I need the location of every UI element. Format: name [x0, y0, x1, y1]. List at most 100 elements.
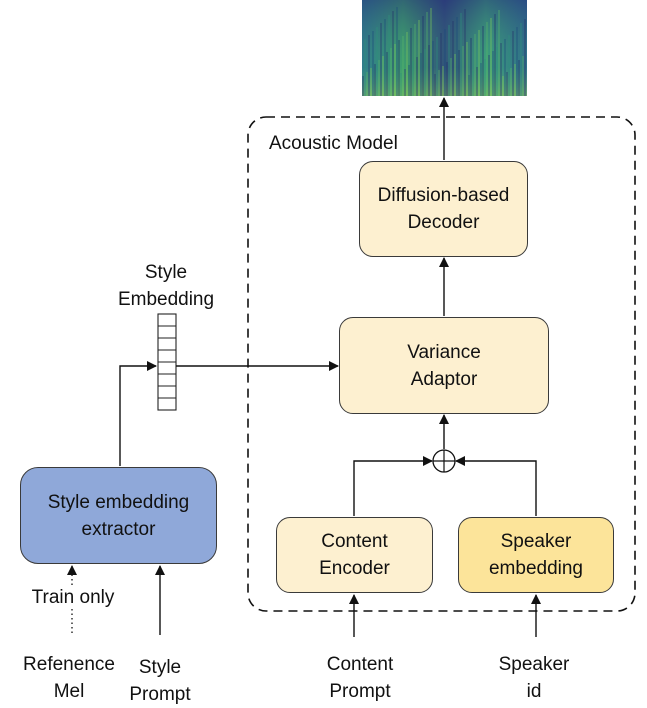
spectrogram-stripe	[416, 57, 418, 96]
style-embedding-label: Style Embedding	[117, 262, 215, 310]
spectrogram-stripe	[482, 26, 484, 96]
spectrogram-stripe	[436, 37, 438, 96]
spectrogram-stripe	[508, 35, 510, 96]
arrow-extractor-to-style	[119, 361, 157, 466]
spectrogram-stripe	[458, 50, 460, 96]
spectrogram-stripe	[510, 68, 512, 96]
diffusion-decoder-box: Diffusion-based Decoder	[359, 161, 528, 257]
spectrogram-stripe	[392, 11, 394, 96]
spectrogram-stripe	[438, 70, 440, 96]
spectrogram-stripe	[514, 64, 516, 96]
spectrogram-stripe	[490, 18, 492, 96]
reference-mel-label: Refenence Mel	[23, 654, 115, 702]
spectrogram-stripe	[386, 52, 388, 96]
spectrogram-stripe	[374, 64, 376, 96]
spectrogram-stripe	[440, 33, 442, 96]
spectrogram-stripe	[468, 75, 470, 96]
spectrogram-stripe	[362, 76, 364, 96]
spectrogram-stripe	[494, 14, 496, 96]
style-prompt-label: Style Prompt	[129, 657, 191, 705]
spectrogram-stripe	[478, 30, 480, 96]
spectrogram-stripe	[376, 27, 378, 96]
spectrogram-stripe	[452, 21, 454, 96]
speaker-embedding-box: Speaker embedding	[458, 517, 614, 593]
acoustic-model-label: Acoustic Model	[269, 133, 398, 154]
spectrogram-stripe	[382, 56, 384, 96]
style-extractor-box: Style embedding extractor	[20, 467, 217, 564]
spectrogram-stripe	[500, 43, 502, 96]
sum-node	[432, 449, 456, 473]
spectrogram-stripe	[516, 27, 518, 96]
spectrogram-stripe	[446, 62, 448, 96]
spectrogram-stripe	[456, 17, 458, 96]
speaker-embedding-label: Speaker embedding	[488, 531, 584, 579]
spectrogram-stripe	[380, 23, 382, 96]
spectrogram-image	[362, 0, 527, 96]
spectrogram-stripe	[466, 42, 468, 96]
spectrogram-stripe	[444, 29, 446, 96]
spectrogram-stripe	[396, 7, 398, 96]
spectrogram-stripe	[414, 24, 416, 96]
spectrogram-stripe	[372, 31, 374, 96]
spectrogram-stripe	[432, 41, 434, 96]
spectrogram-stripe	[406, 32, 408, 96]
spectrogram-stripe	[402, 36, 404, 96]
spectrogram-stripe	[434, 74, 436, 96]
spectrogram-stripe	[412, 61, 414, 96]
train-only-label: Train only	[31, 587, 115, 608]
spectrogram-stripe	[472, 71, 474, 96]
spectrogram-stripe	[470, 38, 472, 96]
spectrogram-stripe	[426, 12, 428, 96]
spectrogram-stripe	[522, 56, 524, 96]
spectrogram-stripe	[390, 48, 392, 96]
variance-adaptor-box: Variance Adaptor	[339, 317, 549, 414]
spectrogram-stripe	[424, 49, 426, 96]
spectrogram-stripe	[454, 54, 456, 96]
spectrogram-stripe	[408, 65, 410, 96]
spectrogram-stripe	[502, 76, 504, 96]
spectrogram-stripe	[524, 19, 526, 96]
spectrogram-stripe	[418, 20, 420, 96]
spectrogram-stripe	[364, 39, 366, 96]
spectrogram-stripe	[366, 72, 368, 96]
spectrogram-stripe	[488, 55, 490, 96]
diffusion-decoder-label: Diffusion-based Decoder	[377, 185, 510, 233]
arrow-content-to-sum	[353, 456, 433, 516]
spectrogram-stripe	[460, 13, 462, 96]
spectrogram-stripe	[462, 46, 464, 96]
spectrogram-stripe	[378, 60, 380, 96]
spectrogram-stripe	[498, 10, 500, 96]
content-encoder-box: Content Encoder	[276, 517, 433, 593]
spectrogram-stripe	[430, 8, 432, 96]
spectrogram-stripe	[506, 72, 508, 96]
spectrogram-stripe	[512, 31, 514, 96]
spectrogram-stripe	[486, 22, 488, 96]
spectrogram-stripe	[388, 15, 390, 96]
spectrogram-stripe	[484, 59, 486, 96]
spectrogram-stripe	[450, 58, 452, 96]
content-encoder-label: Content Encoder	[319, 531, 390, 579]
spectrogram-stripe	[410, 28, 412, 96]
spectrogram-stripe	[422, 16, 424, 96]
spectrogram-stripe	[420, 53, 422, 96]
style-embedding-vector	[157, 313, 177, 411]
spectrogram-stripe	[398, 40, 400, 96]
spectrogram-stripe	[476, 67, 478, 96]
spectrogram-stripe	[492, 51, 494, 96]
spectrogram-stripe	[448, 25, 450, 96]
spectrogram-stripe	[496, 47, 498, 96]
spectrogram-stripe	[400, 73, 402, 96]
arrow-speaker-to-sum	[455, 456, 537, 516]
spectrogram-stripe	[520, 23, 522, 96]
spectrogram-stripe	[442, 66, 444, 96]
spectrogram-stripe	[428, 45, 430, 96]
spectrogram-stripe	[368, 35, 370, 96]
spectrogram-stripe	[370, 68, 372, 96]
spectrogram-stripe	[394, 44, 396, 96]
variance-adaptor-label: Variance Adaptor	[407, 341, 481, 390]
spectrogram-stripe	[464, 9, 466, 96]
spectrogram-stripe	[504, 39, 506, 96]
style-extractor-label: Style embedding extractor	[47, 491, 190, 540]
speaker-id-label: Speaker id	[498, 654, 570, 702]
